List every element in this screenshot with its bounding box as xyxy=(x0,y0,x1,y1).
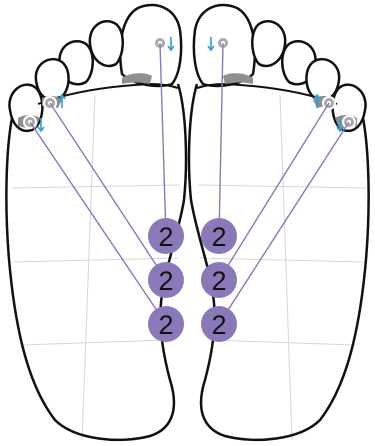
left-toes xyxy=(9,5,181,131)
left-badges: 2 2 2 xyxy=(148,218,184,342)
badge-right-2: 2 xyxy=(201,262,237,298)
svg-text:2: 2 xyxy=(158,266,173,296)
badge-left-3: 2 xyxy=(148,306,184,342)
connector-left-fourth-toe xyxy=(50,103,166,280)
svg-text:2: 2 xyxy=(211,222,226,252)
badge-left-1: 2 xyxy=(148,218,184,254)
badge-left-2: 2 xyxy=(148,262,184,298)
badge-right-3: 2 xyxy=(201,306,237,342)
right-big-toe-marker xyxy=(208,37,229,50)
right-badges: 2 2 2 xyxy=(201,218,237,342)
right-toes xyxy=(194,5,366,131)
svg-text:2: 2 xyxy=(211,310,226,340)
left-second-toe xyxy=(90,21,123,66)
svg-text:2: 2 xyxy=(158,310,173,340)
left-big-toe xyxy=(120,5,181,86)
connector-right-fifth-toe xyxy=(219,122,349,324)
connector-left-fifth-toe xyxy=(30,122,166,324)
right-second-toe xyxy=(252,21,285,66)
left-big-toe-marker xyxy=(154,37,174,50)
svg-text:2: 2 xyxy=(158,222,173,252)
svg-text:2: 2 xyxy=(211,266,226,296)
badge-right-1: 2 xyxy=(201,218,237,254)
connector-right-fourth-toe xyxy=(219,103,329,280)
